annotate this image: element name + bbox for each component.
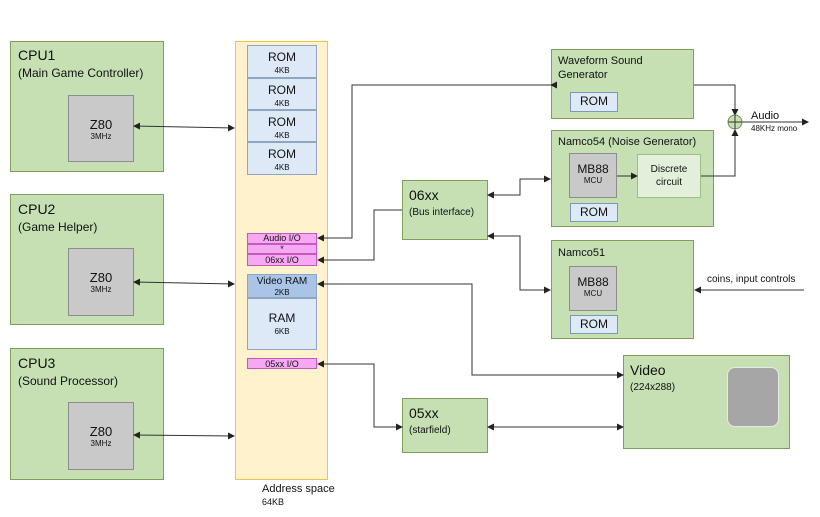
screen-icon [727, 367, 779, 427]
cpu1-subtitle: (Main Game Controller) [18, 66, 144, 80]
bus-to-namco51-link [487, 232, 551, 294]
cpu2-subtitle: (Game Helper) [18, 220, 98, 234]
address-space-caption: Address space [262, 483, 335, 495]
video-ram-link [317, 280, 624, 379]
starfield-05xx-block: 05xx (starfield) [402, 398, 488, 453]
mixer-symbol [727, 114, 743, 130]
rom-1: ROM 4KB [247, 45, 317, 78]
namco51-title: Namco51 [558, 247, 606, 259]
cpu3-bus-link [133, 431, 235, 440]
audio-output-detail: 48KHz mono [751, 124, 798, 133]
starfield-05xx-title: 05xx [409, 405, 439, 421]
06xx-io-slot: 06xx I/O [247, 254, 317, 266]
bus-to-namco54-link [487, 175, 551, 199]
audio-io-slot: Audio I/O [247, 233, 317, 244]
namco54-rom: ROM [570, 203, 618, 222]
video-ram: Video RAM 2KB [247, 274, 317, 298]
cpu1-z80-chip: Z80 3MHz [68, 95, 134, 162]
cpu2-bus-link [133, 278, 235, 288]
rom-2: ROM 4KB [247, 78, 317, 110]
discrete-to-mixer-link [701, 129, 739, 177]
rom-3: ROM 4KB [247, 110, 317, 142]
namco54-title: Namco54 (Noise Generator) [558, 136, 697, 148]
video-title: Video [630, 362, 666, 378]
io-05xx-link [317, 360, 403, 431]
cpu3-subtitle: (Sound Processor) [18, 374, 119, 388]
cpu1-title: CPU1 [18, 47, 56, 63]
05xx-io-slot: 05xx I/O [247, 358, 317, 369]
waveform-title: Waveform Sound [558, 55, 643, 67]
waveform-to-mixer-link [694, 84, 739, 116]
io-06xx-link [317, 209, 402, 264]
input-controls-label: coins, input controls [707, 274, 796, 285]
waveform-title-line2: Generator [558, 69, 608, 81]
starfield-05xx-subtitle: (starfield) [409, 425, 451, 436]
cpu2-z80-chip: Z80 3MHz [68, 248, 134, 316]
video-subtitle: (224x288) [630, 382, 676, 393]
cpu3-title: CPU3 [18, 355, 56, 371]
namco54-mb88-chip: MB88 MCU [569, 153, 617, 198]
cpu3-z80-chip: Z80 3MHz [68, 402, 134, 470]
waveform-rom: ROM [570, 92, 618, 112]
waveform-generator-block: Waveform Sound Generator [551, 49, 694, 119]
ram: RAM 6KB [247, 298, 317, 350]
audio-io-link [317, 81, 557, 242]
cpu2-title: CPU2 [18, 201, 56, 217]
audio-output-label: Audio [751, 110, 780, 122]
address-space-size: 64KB [262, 497, 285, 507]
rom-4: ROM 4KB [247, 142, 317, 175]
reserved-io-slot: * [247, 244, 317, 254]
cpu1-bus-link [133, 122, 235, 132]
